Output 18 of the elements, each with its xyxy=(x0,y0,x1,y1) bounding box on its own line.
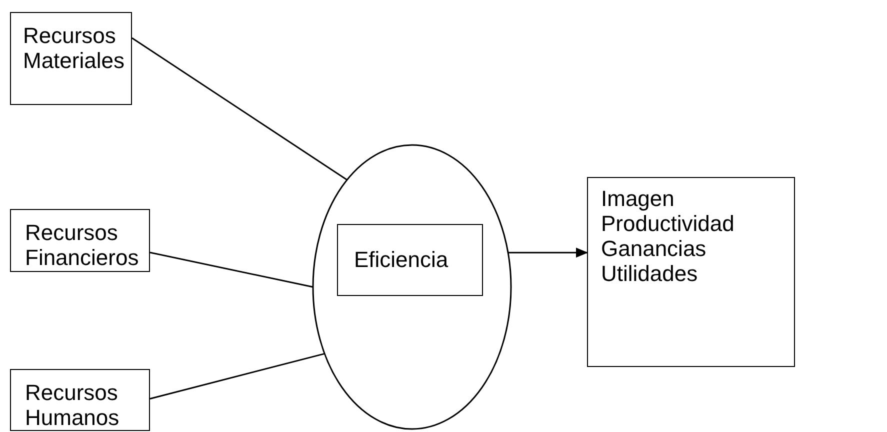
connector-line xyxy=(132,37,348,180)
process-ellipse xyxy=(312,144,512,430)
resource-box xyxy=(10,12,132,105)
box-text: Eficiencia xyxy=(354,247,450,272)
resource-box xyxy=(10,369,150,431)
arrow xyxy=(508,248,588,258)
resource-box xyxy=(10,209,150,272)
box-text: Utilidades xyxy=(601,261,699,286)
connector-line xyxy=(150,352,325,400)
box-text: Recursos Financieros xyxy=(25,220,140,270)
box-text: Imagen xyxy=(601,186,676,211)
connector-line xyxy=(150,252,314,288)
outcome-box xyxy=(587,177,795,367)
box-text: Recursos Humanos xyxy=(25,380,120,430)
box-text: Recursos Materiales xyxy=(23,23,126,73)
box-text: Productividad xyxy=(601,211,736,236)
efficiency-box xyxy=(337,224,483,296)
box-text: Ganancias xyxy=(601,236,708,261)
